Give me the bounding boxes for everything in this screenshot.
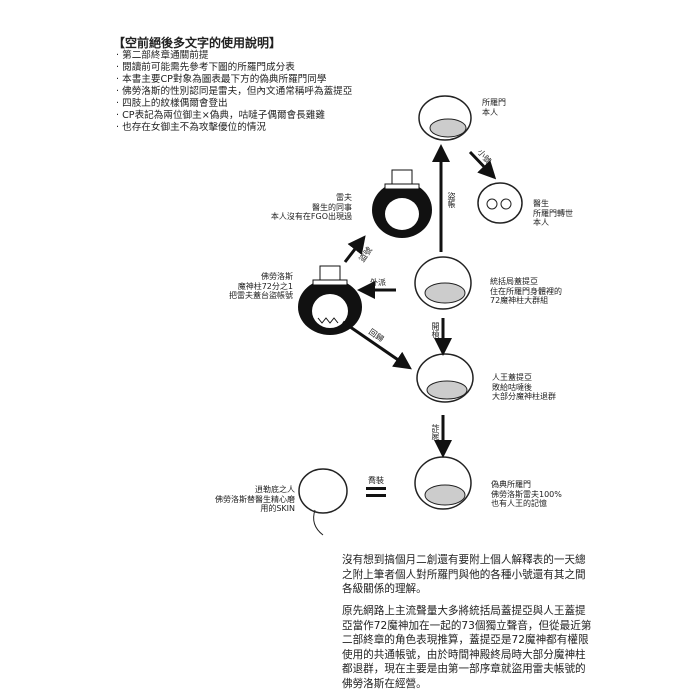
paragraph: 沒有想到搞個月二創還有要附上個人解釋表的一天總之附上筆者個人對所羅門與他的各種小… <box>342 554 586 595</box>
paragraph: 原先網路上主流聲量大多將統括局蓋提亞與人王蓋提亞當作72魔神加在一起的73個獨立… <box>342 605 592 690</box>
equals-sign-bar <box>366 494 386 497</box>
label-flauros: 佛勞洛斯 魔神柱72分之1 把雷夫蓋台盜帳號 <box>229 272 293 300</box>
label-doctor: 醫生 所羅門轉世 本人 <box>533 199 573 227</box>
note-item: 四肢上的紋樣偶爾會登出 <box>116 98 352 110</box>
arrow-label-dispatch: 外派 <box>370 278 386 287</box>
notes-list: 第二部終章通關前提 閱讀前可能需先參考下圖的所羅門成分表 本書主要CP對象為圖表… <box>116 50 352 134</box>
arrow-hijack <box>343 235 366 263</box>
label-doctor-skin: 逍勒底之人 佛勞洛斯替醫生精心磨 用的SKIN <box>215 485 295 513</box>
label-goetia: 統括局蓋提亞 住在所羅門身體裡的 72魔神柱大群組 <box>490 277 562 305</box>
lev-figure <box>372 169 432 238</box>
label-solomon: 所羅門 本人 <box>482 98 506 117</box>
solomon-figure <box>418 95 472 141</box>
note-item: 本書主要CP對象為圖表最下方的偽典所羅門同學 <box>116 74 352 86</box>
equals-sign <box>366 487 386 490</box>
note-item: 第二部終章通關前提 <box>116 50 352 62</box>
label-king-goetia: 人王蓋提亞 敗給咕噠後 大部分魔神柱退群 <box>492 373 556 401</box>
arrow-return <box>342 320 412 370</box>
intro-paragraph: 沒有想到搞個月二創還有要附上個人解釋表的一天總之附上筆者個人對所羅門與他的各種小… <box>342 553 592 597</box>
label-lev: 雷夫 醫生的同事 本人沒有在FGO出現過 <box>270 193 352 221</box>
note-item: 佛勞洛斯的性別認同是雷夫，但內文通常稱呼為蓋提亞 <box>116 86 352 98</box>
doctor-skin-figure <box>298 468 348 536</box>
flauros-figure <box>298 265 362 335</box>
king-goetia-figure <box>416 353 474 403</box>
label-pseudo-solomon: 偽典所羅門 佛勞洛斯雷夫100% 也有人王的記憶 <box>491 480 562 508</box>
arrow-label-disguise: 喬裝 <box>368 476 384 485</box>
pseudo-solomon-figure <box>414 456 472 510</box>
note-item: CP表記為兩位御主×偽典，咕噠子偶爾會長雞雞 <box>116 110 352 122</box>
arrow-label-stolen-account: 盜帳 <box>447 192 456 208</box>
explanation-paragraph: 原先網路上主流聲量大多將統括局蓋提亞與人王蓋提亞當作72魔神加在一起的73個獨立… <box>342 604 592 691</box>
page-title: 【空前絕後多文字的使用說明】 <box>113 36 282 50</box>
goetia-figure <box>414 256 472 310</box>
note-item: 也存在女御主不為攻擊優位的情況 <box>116 122 352 134</box>
note-item: 閱讀前可能需先參考下圖的所羅門成分表 <box>116 62 352 74</box>
arrow-alt-account <box>468 150 497 180</box>
doctor-figure <box>477 182 523 224</box>
arrow-label-open: 開槓 <box>431 322 440 338</box>
arrow-label-revive: 詐屍 <box>431 424 440 440</box>
